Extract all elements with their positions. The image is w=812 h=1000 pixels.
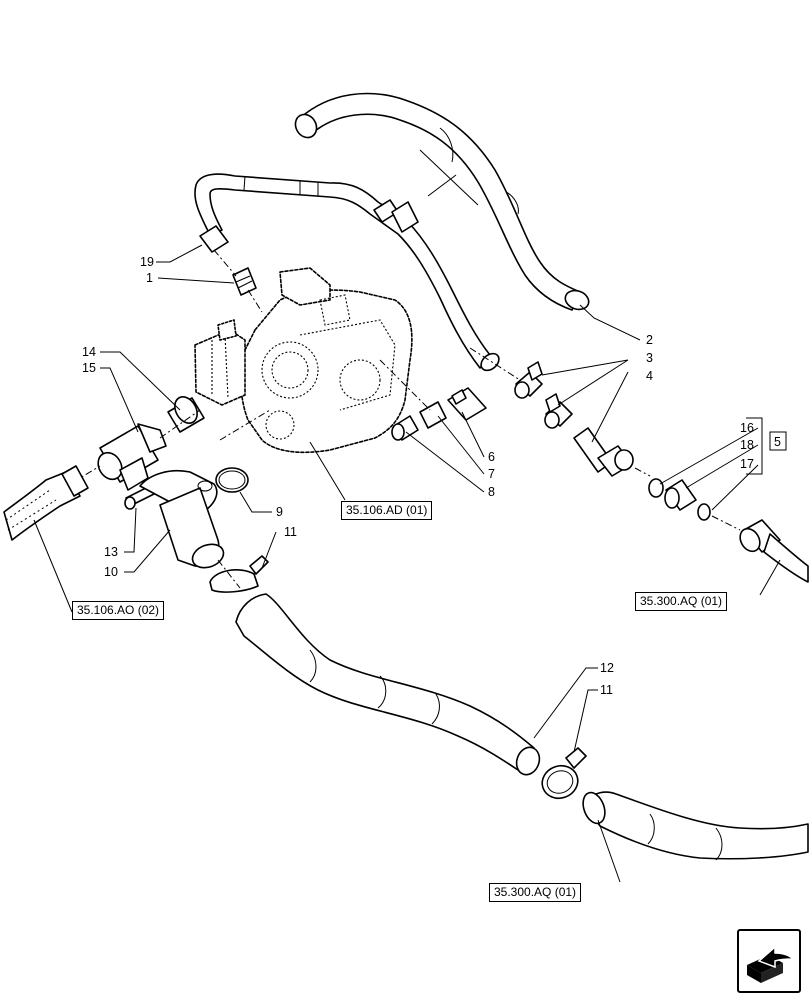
hydraulic-pump	[194, 267, 413, 454]
section-cut-line	[419, 149, 479, 206]
callout-7: 7	[488, 467, 495, 481]
clamp-11-lower	[541, 747, 587, 800]
fitting-1	[232, 267, 257, 296]
callout-15: 15	[82, 361, 96, 375]
ref-right-hose-link[interactable]: 35.300.AQ (01)	[635, 592, 728, 611]
adapter-18	[664, 479, 697, 511]
axis-line-1	[247, 289, 263, 313]
callout-19: 19	[140, 255, 154, 269]
callout-13: 13	[104, 545, 118, 559]
o-ring-16	[648, 478, 664, 498]
elbow-3b	[544, 393, 573, 429]
callout-18: 18	[740, 438, 754, 452]
callout-11-lower: 11	[600, 683, 613, 697]
axis-line-19	[213, 249, 237, 277]
lower-hose	[235, 593, 541, 776]
upper-tube	[194, 173, 500, 372]
next-page-arrow-icon	[747, 945, 795, 983]
callout-8: 8	[488, 485, 495, 499]
ref-pump-link[interactable]: 35.106.AD (01)	[341, 501, 433, 520]
o-ring-9	[215, 467, 249, 493]
leader-lines	[33, 244, 781, 883]
callout-10: 10	[104, 565, 118, 579]
callout-1: 1	[146, 271, 153, 285]
axis-line-678	[379, 359, 431, 411]
axis-line-4	[634, 467, 651, 477]
tee-15	[97, 423, 167, 491]
callout-2: 2	[646, 333, 653, 347]
callout-4: 4	[646, 369, 653, 383]
group-5-box	[769, 431, 787, 451]
callout-5: 5	[774, 435, 781, 449]
next-page-button[interactable]	[737, 929, 801, 993]
ref-bottom-hose-link[interactable]: 35.300.AQ (01)	[489, 883, 582, 902]
section-cut-tick	[427, 174, 457, 197]
o-ring-17	[697, 503, 711, 521]
return-hose-upper	[294, 92, 590, 311]
callout-6: 6	[488, 450, 495, 464]
callout-9: 9	[276, 505, 283, 519]
callout-17: 17	[740, 457, 754, 471]
axis-line-10	[217, 559, 241, 589]
plug-8	[391, 415, 419, 441]
elbow-3	[514, 361, 543, 399]
adapter-7	[419, 401, 447, 429]
callout-11-upper: 11	[284, 525, 297, 539]
right-hose-end	[739, 519, 809, 583]
axis-line-right	[711, 515, 741, 531]
axis-line-9	[219, 409, 271, 441]
callout-3: 3	[646, 351, 653, 365]
ref-left-hose-link[interactable]: 35.106.AO (02)	[72, 601, 165, 620]
flange-10	[139, 470, 225, 569]
callout-12: 12	[600, 661, 614, 675]
screw-13	[124, 485, 155, 510]
callout-16: 16	[740, 421, 754, 435]
fitting-4	[573, 427, 634, 477]
adapter-14	[167, 396, 205, 433]
bottom-right-hose	[582, 791, 809, 861]
axis-line-3	[469, 347, 521, 381]
sensor-6	[447, 387, 487, 421]
left-hose	[3, 465, 89, 541]
axis-line-14	[159, 409, 201, 439]
callout-14: 14	[82, 345, 96, 359]
